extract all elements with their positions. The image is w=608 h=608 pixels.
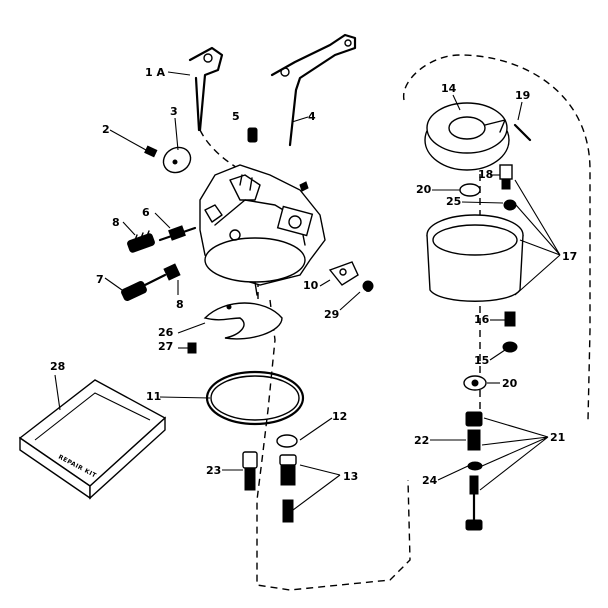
callout-6: 6 — [142, 206, 150, 219]
part-jet-23 — [242, 451, 258, 491]
callout-28: 28 — [50, 360, 65, 373]
part-throttle-lever — [188, 46, 224, 132]
callout-11: 11 — [146, 390, 161, 403]
callout-24: 24 — [422, 474, 438, 487]
callout-8-top: 8 — [112, 216, 120, 229]
part-gasket-26 — [203, 302, 283, 340]
part-idle-screw — [127, 230, 155, 253]
part-screw-27 — [187, 342, 197, 354]
part-main-screw — [121, 263, 181, 302]
part-pin-19 — [513, 123, 532, 142]
callout-10: 10 — [303, 279, 319, 292]
part-10-screw — [362, 280, 374, 292]
callout-27: 27 — [158, 340, 173, 353]
callout-5: 5 — [232, 110, 240, 123]
part-throttle-plate — [162, 146, 192, 174]
part-washer-20b — [463, 375, 487, 391]
part-repair-kit — [18, 379, 167, 500]
part-washer-20a — [459, 183, 481, 197]
callout-2: 2 — [102, 123, 110, 136]
part-float-bowl — [426, 214, 524, 302]
callout-leaders — [54, 71, 561, 511]
callout-14: 14 — [441, 82, 457, 95]
callout-1a: 1 A — [145, 66, 165, 79]
callout-16: 16 — [474, 313, 490, 326]
dashed-assembly-line-right — [403, 54, 591, 421]
callout-29-right: 29 — [324, 308, 339, 321]
callout-22: 22 — [414, 434, 429, 447]
callout-19: 19 — [515, 89, 530, 102]
part-screw-2 — [144, 145, 158, 158]
callout-17: 17 — [562, 250, 577, 263]
callout-18: 18 — [478, 168, 493, 181]
callout-20-bottom: 20 — [502, 377, 518, 390]
part-float-ring — [424, 102, 510, 171]
part-o-ring — [205, 370, 305, 426]
callout-7: 7 — [96, 273, 104, 286]
callout-12: 12 — [332, 410, 347, 423]
part-jet-22 — [465, 411, 483, 531]
part-needle-6 — [158, 225, 197, 242]
part-seat-25 — [503, 199, 517, 211]
callout-13: 13 — [343, 470, 358, 483]
callout-23-left: 23 — [206, 464, 221, 477]
part-washer-12 — [276, 434, 298, 448]
callout-9: 9 — [365, 282, 373, 295]
part-needle-18 — [499, 164, 513, 190]
part-seal-5 — [247, 127, 258, 143]
part-15 — [502, 341, 518, 353]
callout-15: 15 — [474, 354, 489, 367]
callout-26: 26 — [158, 326, 174, 339]
callout-3: 3 — [170, 105, 178, 118]
callout-21: 21 — [550, 431, 565, 444]
callout-labels: 1 A 3 2 5 4 6 8 7 8 9 10 29 26 27 28 11 … — [50, 66, 577, 487]
callout-4: 4 — [308, 110, 316, 123]
part-choke-lever — [270, 33, 357, 147]
part-9 — [328, 261, 359, 286]
callout-20-top: 20 — [416, 183, 432, 196]
part-carburetor-body — [199, 164, 326, 296]
callout-8-bottom: 8 — [176, 298, 184, 311]
part-nozzle-13 — [279, 454, 297, 523]
part-16 — [504, 311, 516, 327]
callout-25: 25 — [446, 195, 461, 208]
